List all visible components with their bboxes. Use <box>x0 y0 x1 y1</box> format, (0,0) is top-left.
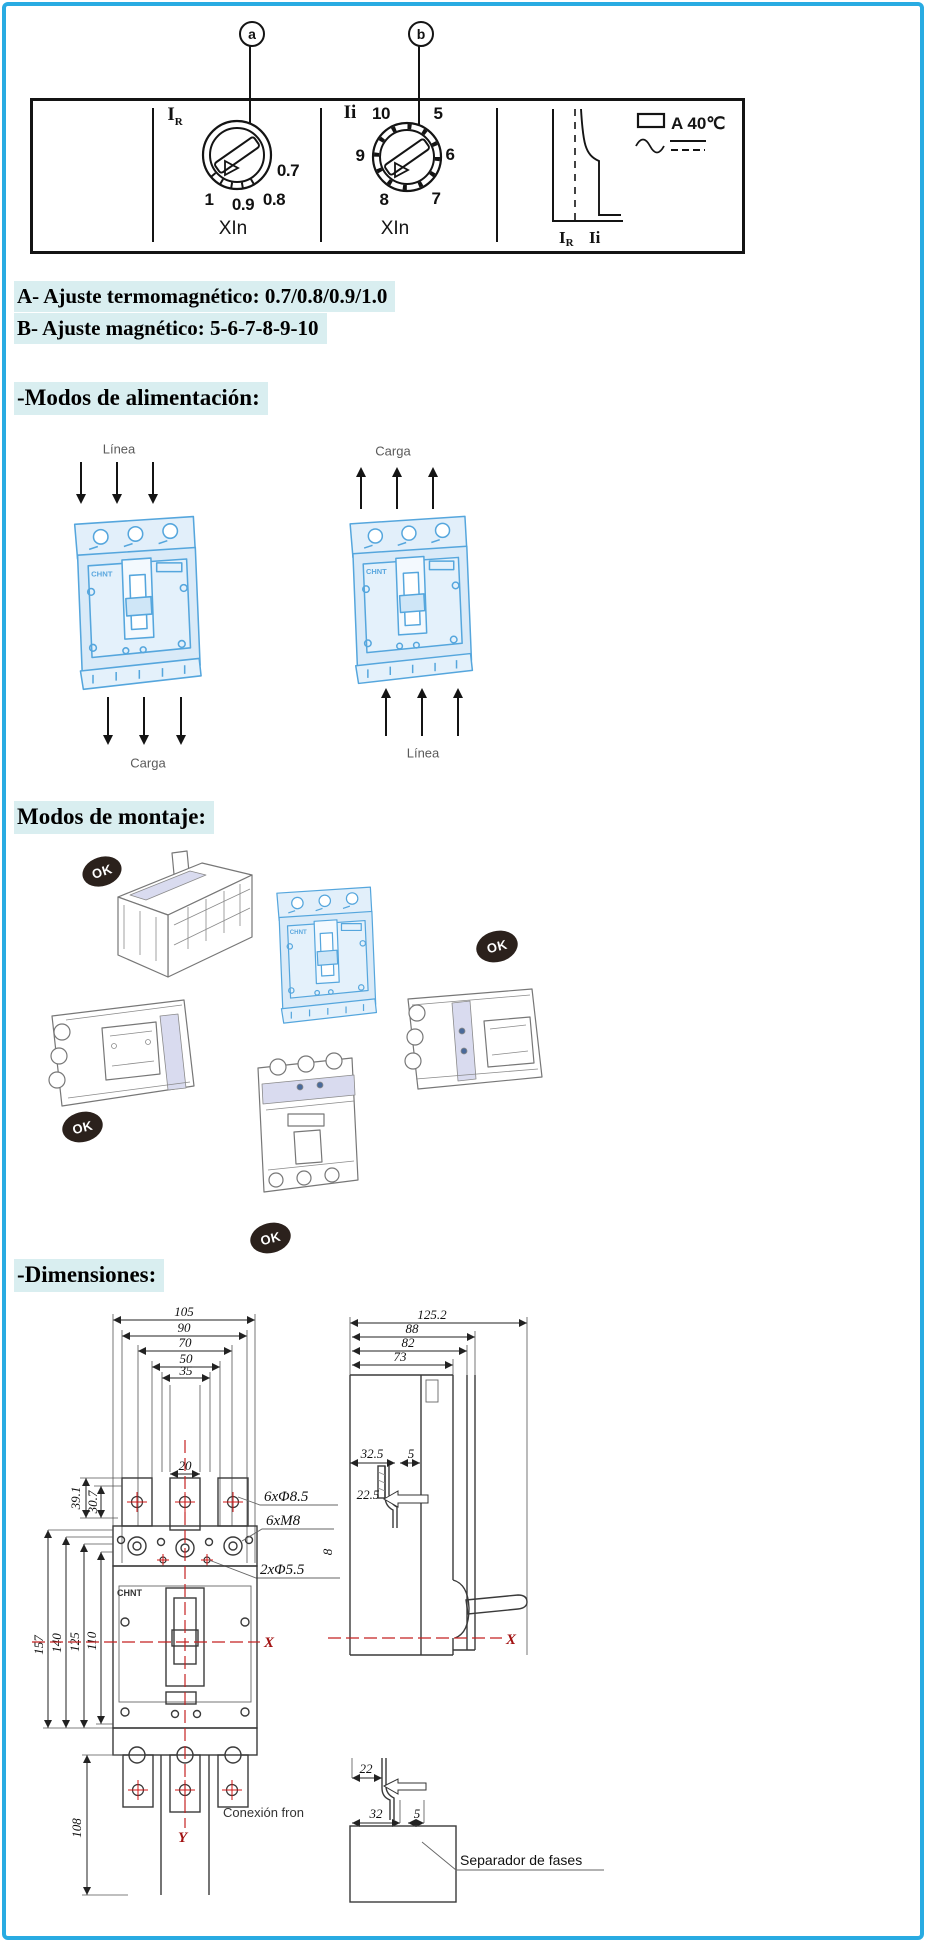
mounting-heading: Modos de montaje: <box>14 801 215 834</box>
temp-rating-label: A 40℃ <box>671 114 725 133</box>
separator-label: Separador de fases <box>460 1852 582 1868</box>
panel-divider-1 <box>152 108 154 242</box>
svg-text:90: 90 <box>178 1320 192 1335</box>
small-holes-label: 2xΦ5.5 <box>260 1562 305 1578</box>
svg-text:88: 88 <box>406 1321 420 1336</box>
callout-a: a <box>239 21 265 47</box>
mounting-bottom-view-image <box>257 1052 359 1193</box>
svg-text:108: 108 <box>69 1818 84 1838</box>
dial-b-value-5: 5 <box>433 104 443 123</box>
svg-text:35: 35 <box>179 1363 194 1378</box>
flow-arrow <box>147 462 158 504</box>
ok-badge: OK <box>246 1218 295 1258</box>
flow-arrow <box>452 688 463 736</box>
ok-badge: OK <box>472 926 522 967</box>
left-bottom-label: Carga <box>130 755 166 771</box>
dial-b-value-9: 9 <box>355 146 365 165</box>
dial-a-label: IR <box>167 104 183 128</box>
front-dimension-drawing: 105 90 70 50 35 20 39.1 30.7 <box>31 1304 340 1896</box>
front-brand: CHNT <box>117 1588 142 1598</box>
holes-label: 6xΦ8.5 <box>264 1489 309 1505</box>
flow-arrow <box>416 688 427 736</box>
svg-text:5: 5 <box>408 1446 415 1461</box>
dial-b-value-10: 10 <box>372 104 390 123</box>
svg-text:50: 50 <box>180 1351 194 1366</box>
callout-a-line <box>249 45 251 137</box>
dial-a-unit: XIn <box>218 218 248 239</box>
adjustment-panel <box>30 98 745 254</box>
flow-arrow <box>380 688 391 736</box>
dial-b-value-8: 8 <box>379 190 389 209</box>
side-dimension-drawing: 125.2 88 82 73 32.5 5 22.5 8 X 22 <box>320 1307 604 1903</box>
side-axis-x: X <box>505 1632 517 1648</box>
flow-arrow <box>391 467 402 509</box>
mounting-side-view-right-image <box>404 988 543 1090</box>
svg-text:30.7: 30.7 <box>85 1490 100 1514</box>
svg-text:110: 110 <box>84 1631 99 1650</box>
svg-text:22.5: 22.5 <box>357 1487 380 1502</box>
ac-icon <box>635 138 665 154</box>
flow-arrow <box>175 697 186 745</box>
svg-text:32: 32 <box>369 1806 384 1821</box>
right-bottom-label: Línea <box>406 745 440 761</box>
panel-divider-2 <box>320 108 322 242</box>
dial-a-value-07: 0.7 <box>276 161 300 180</box>
svg-text:5: 5 <box>414 1806 421 1821</box>
magnetic-dial-icon <box>371 121 443 193</box>
svg-text:8: 8 <box>320 1548 335 1555</box>
panel-divider-3 <box>496 108 498 242</box>
mounting-front-view-image <box>276 886 378 1024</box>
left-top-label: Línea <box>102 441 136 457</box>
flow-arrow <box>427 467 438 509</box>
thermal-dial-icon <box>201 119 273 191</box>
trip-curve-icon: IR Ii <box>552 108 623 249</box>
svg-text:39.1: 39.1 <box>68 1487 83 1511</box>
breaker-line-feed-image <box>73 515 202 691</box>
flow-arrow <box>111 462 122 504</box>
front-axis-y: Y <box>178 1830 189 1846</box>
ok-badge: OK <box>58 1107 107 1147</box>
callout-a-letter: a <box>248 26 256 42</box>
dial-b-unit: XIn <box>380 218 410 239</box>
curve-ir-label: IR <box>559 228 575 249</box>
mounting-side-view-left-image <box>48 999 195 1107</box>
dial-b-value-7: 7 <box>431 189 441 208</box>
flow-arrow <box>75 462 86 504</box>
svg-text:157: 157 <box>31 1635 46 1655</box>
callout-b-line <box>418 45 420 141</box>
power-modes-heading: -Modos de alimentación: <box>14 382 268 415</box>
svg-text:125.2: 125.2 <box>417 1307 447 1322</box>
flow-arrow <box>102 697 113 745</box>
setting-line-a: A- Ajuste termomagnético: 0.7/0.8/0.9/1.… <box>14 281 396 312</box>
svg-text:70: 70 <box>179 1335 193 1350</box>
curve-ii-label: Ii <box>589 228 601 247</box>
callout-b: b <box>408 21 434 47</box>
rating-legend: A 40℃ <box>635 112 725 154</box>
thread-label: 6xM8 <box>266 1513 301 1529</box>
svg-text:73: 73 <box>394 1349 408 1364</box>
enclosure-icon <box>636 112 666 129</box>
callout-b-letter: b <box>416 26 426 42</box>
setting-line-b: B- Ajuste magnético: 5-6-7-8-9-10 <box>14 313 327 344</box>
mounting-top-view-image <box>117 850 253 978</box>
dial-a-value-09: 0.9 <box>231 195 255 214</box>
dial-a-value-08: 0.8 <box>262 190 286 209</box>
front-axis-x: X <box>263 1635 275 1651</box>
svg-text:32.5: 32.5 <box>360 1446 384 1461</box>
svg-text:22: 22 <box>360 1761 374 1776</box>
front-caption: Conexión fron <box>223 1805 304 1820</box>
dial-b-label: Ii <box>343 102 357 123</box>
dial-b-value-6: 6 <box>445 145 455 164</box>
dimensions-heading: -Dimensiones: <box>14 1259 165 1292</box>
svg-text:105: 105 <box>174 1304 194 1319</box>
svg-text:82: 82 <box>402 1335 416 1350</box>
svg-text:140: 140 <box>49 1633 64 1653</box>
breaker-load-feed-image <box>349 515 474 685</box>
flow-arrow <box>355 467 366 509</box>
dial-a-value-1: 1 <box>204 190 214 209</box>
flow-arrow <box>138 697 149 745</box>
right-top-label: Carga <box>375 443 411 459</box>
